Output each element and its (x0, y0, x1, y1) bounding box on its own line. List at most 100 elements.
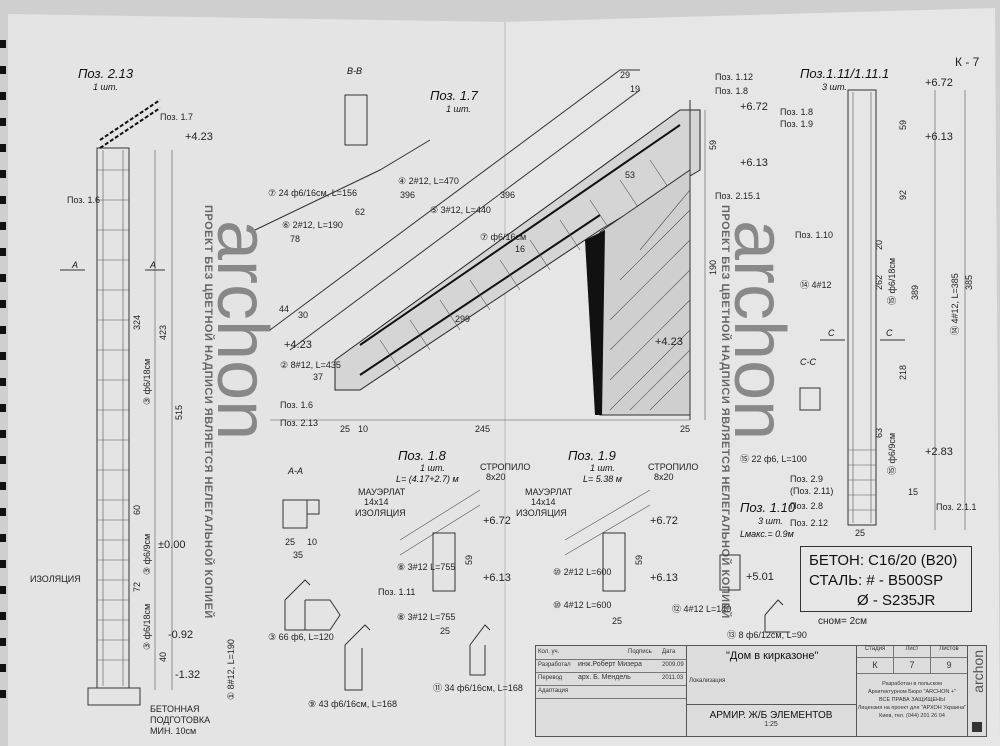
sheet-number: К - 7 (955, 55, 980, 69)
dim-299: 299 (455, 314, 470, 324)
pos-1-9-qty: 1 шт. (590, 463, 615, 473)
bar-3-66: ③ 66 ф6, L=120 (268, 632, 334, 642)
ref-pos-2-13: Поз. 2.13 (280, 418, 318, 428)
dim-515: 515 (174, 405, 184, 420)
bar-3-18b: ③ ф6/18см (142, 604, 152, 650)
level-minus-1-32: -1.32 (175, 669, 200, 681)
bar-8-bottom: ⑧ 3#12 L=755 (397, 612, 455, 622)
project-name: "Дом в кирказоне" (726, 650, 819, 662)
ref-pos-1-6: Поз. 1.6 (67, 195, 100, 205)
ref-pos-2-1-1: Поз. 2.1.1 (936, 502, 977, 512)
bar-1: ① 8#12, L=190 (226, 639, 236, 700)
credit-line: Архитектурном Бюро "ARCHON +" (867, 689, 957, 695)
ref-pos-1-11: Поз. 1.11 (378, 587, 415, 597)
drawing-title: АРМИР. Ж/Б ЭЛЕМЕНТОВ (709, 710, 833, 721)
dim-16: 16 (515, 244, 525, 254)
level-4-23-a: +4.23 (284, 339, 312, 351)
name: инж.Роберт Мизера (578, 661, 642, 668)
bar-12: ⑫ 4#12 L=140 (672, 604, 731, 614)
dim-423: 423 (158, 325, 168, 340)
pos-1-11-column: Поз.1.11/1.11.1 3 шт. С С С-С Поз. 1.8 П… (740, 66, 977, 538)
mauerlat-size-1-9: 14x14 (531, 497, 556, 507)
insulation-label: ИЗОЛЯЦИЯ (30, 574, 81, 584)
logo-text: archon (970, 650, 986, 693)
dim-r-25: 25 (855, 528, 865, 538)
binding-holes (0, 40, 6, 698)
rafter-size-1-8: 8x20 (486, 472, 506, 482)
pos-1-11-qty: 3 шт. (822, 82, 847, 92)
pos-1-9-lintel: Поз. 1.9 1 шт. L= 5.38 м МАУЭРЛАТ 14x14 … (433, 448, 698, 693)
ref-pos-2-12: Поз. 2.12 (790, 518, 828, 528)
dim-25: 25 (340, 424, 350, 434)
dim-53: 53 (625, 170, 635, 180)
dim-r-262: 262 (874, 275, 884, 290)
header-col-role: Кол. уч. (538, 649, 560, 655)
credit-line: Лицензия на проект для "АРХОН Украина" (857, 705, 967, 711)
role: Разработал (538, 662, 571, 668)
bar-14: ⑭ 4#12 (800, 280, 832, 290)
bar-15-22: ⑮ 22 ф6, L=100 (740, 454, 807, 464)
ref-pos-1-7: Поз. 1.7 (160, 112, 193, 122)
level-6-72-1-8: +6.72 (483, 515, 511, 527)
section-b-b: B-B (347, 66, 362, 76)
dim-62: 62 (355, 207, 365, 217)
bar-6: ⑥ 2#12, L=190 (282, 220, 343, 230)
role: Адаптация (538, 688, 569, 694)
header-date: Дата (662, 649, 676, 655)
cut-a-right: А (149, 260, 156, 270)
drawing-scale: 1:25 (764, 721, 778, 728)
section-a-a: А-А 25 10 35 ③ 66 ф6, L=120 ⑨ 43 ф6/16см… (268, 466, 397, 709)
ref-pos-1-6: Поз. 1.6 (280, 400, 313, 410)
level-minus-0-92: -0.92 (168, 629, 193, 641)
dim-78: 78 (290, 234, 300, 244)
dim-29: 29 (620, 70, 630, 80)
dim-19: 19 (630, 84, 640, 94)
watermark-notice-right: ПРОЕКТ БЕЗ ЦВЕТНОЙ НАДПИСИ ЯВЛЯЕТСЯ НЕЛЕ… (719, 205, 732, 619)
section-a-a-title: А-А (287, 466, 303, 476)
pos-1-9-title: Поз. 1.9 (568, 448, 616, 463)
pos-1-11-title: Поз.1.11/1.11.1 (800, 66, 889, 81)
cut-c-right: С (886, 328, 893, 338)
mauerlat-1-8: МАУЭРЛАТ (358, 487, 406, 497)
level-6-72: +6.72 (740, 101, 768, 113)
pos-1-9-length: L= 5.38 м (583, 474, 622, 484)
dim-r-20: 20 (874, 240, 884, 250)
ref-pos-2-11: (Поз. 2.11) (790, 486, 833, 496)
bar-15-9: ⑮ ф6/9см (887, 433, 897, 475)
bar-11-34: ⑪ 34 ф6/16см, L=168 (433, 683, 523, 693)
sheets-header: Листов (939, 646, 959, 652)
dim-25b: 25 (680, 424, 690, 434)
insulation-1-8: ИЗОЛЯЦИЯ (355, 508, 406, 518)
sheets-value: 9 (946, 660, 952, 670)
stage-value: К (857, 658, 894, 673)
dim-72: 72 (132, 582, 142, 592)
dim-r-15: 15 (908, 487, 918, 497)
dim-r-389: 389 (910, 285, 920, 300)
insulation-1-9: ИЗОЛЯЦИЯ (516, 508, 567, 518)
section-c-c: С-С (800, 357, 816, 367)
level-4-23: +4.23 (185, 131, 213, 143)
base-line-3: МИН. 10см (150, 726, 196, 736)
rafter-1-8: СТРОПИЛО (480, 462, 530, 472)
pos-1-10-qty: 3 шт. (758, 516, 783, 526)
dim-r-218: 218 (898, 365, 908, 380)
title-block: Кол. уч. Подпись Дата Разработал инж.Роб… (535, 645, 987, 737)
bar-4: ④ 2#12, L=470 (398, 176, 459, 186)
level-6-13-1-8: +6.13 (483, 572, 511, 584)
pos-2-13-column: Поз. 2.13 1 шт. А А Поз. 1.7 Поз. 1.6 +4… (30, 66, 236, 736)
steel-spec-2: Ø - S235JR (857, 592, 936, 609)
dim-r-385: 385 (964, 275, 974, 290)
dim-r-92: 92 (898, 190, 908, 200)
steel-spec: СТАЛЬ: # - В500SP (809, 572, 944, 589)
dim-a-25: 25 (285, 537, 295, 547)
left-page (8, 14, 505, 746)
level-6-72-1-9: +6.72 (650, 515, 678, 527)
bar-3-9: ③ ф6/9см (142, 534, 152, 575)
role: Перевод (538, 675, 563, 681)
mauerlat-size-1-8: 14x14 (364, 497, 389, 507)
credit-line: Киев, тел. (044) 201 26 04 (879, 713, 945, 719)
credit-line: Разработан в польском (882, 681, 942, 687)
sheet-value: 7 (894, 658, 931, 673)
row-translator: Перевод арх. Б. Мендель 2011.03 (536, 672, 686, 686)
